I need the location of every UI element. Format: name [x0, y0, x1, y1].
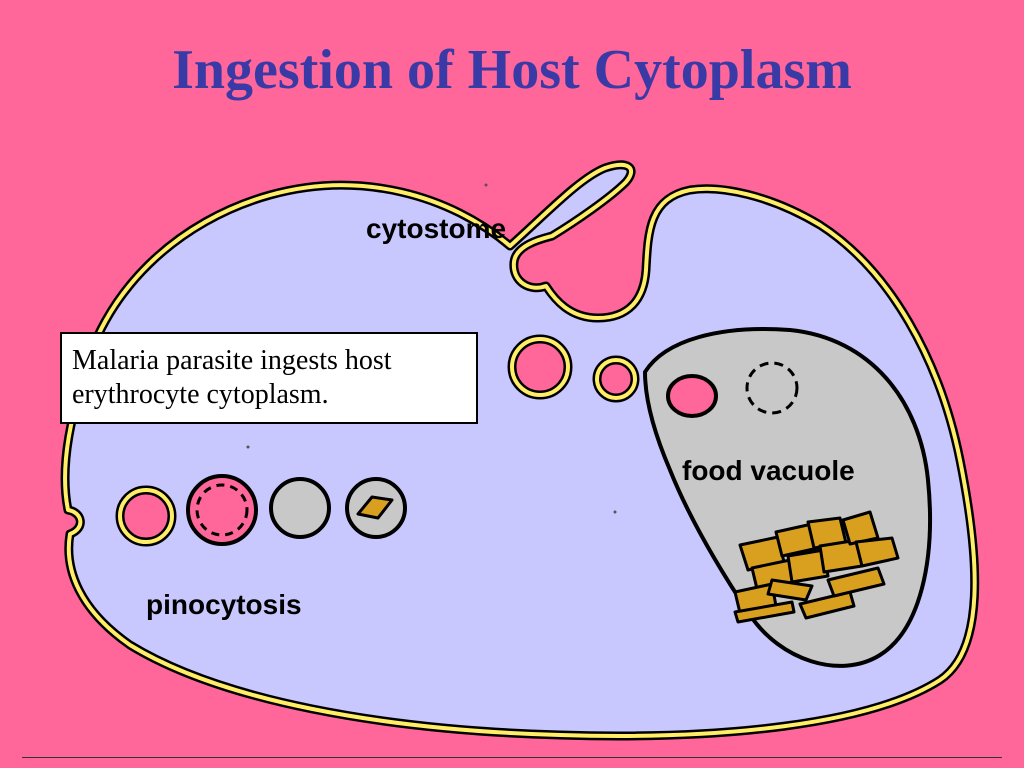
- note-line-1: Malaria parasite ingests host: [72, 345, 392, 376]
- note-line-2: erythrocyte cytoplasm.: [72, 379, 329, 410]
- vacuole-vesicle: [666, 374, 718, 418]
- pinocytosis-vesicle-3: [269, 477, 331, 539]
- food-vacuole-label: food vacuole: [682, 455, 855, 486]
- footer-rule: [22, 757, 1002, 758]
- cytoplasm-speck: [246, 445, 250, 449]
- hemozoin-crystals: [733, 510, 900, 624]
- cytostome-label: cytostome: [366, 213, 506, 244]
- cytoplasm-speck: [613, 510, 617, 514]
- pinocytosis-label: pinocytosis: [146, 589, 302, 620]
- pinocytosis-vesicle-2-inner: [195, 483, 249, 537]
- budding-vesicle-membrane: [595, 358, 637, 400]
- digested-vesicle: [745, 361, 799, 415]
- cytoplasm-speck: [484, 183, 488, 187]
- note-box: Malaria parasite ingests host erythrocyt…: [60, 332, 478, 424]
- pinocytosis-crystal: [356, 495, 394, 520]
- cytostome-vesicle-membrane: [510, 337, 570, 397]
- pinocytosis-vesicle-1-membrane: [118, 488, 174, 544]
- slide-title: Ingestion of Host Cytoplasm: [172, 39, 852, 101]
- parasite-membrane: [63, 162, 977, 738]
